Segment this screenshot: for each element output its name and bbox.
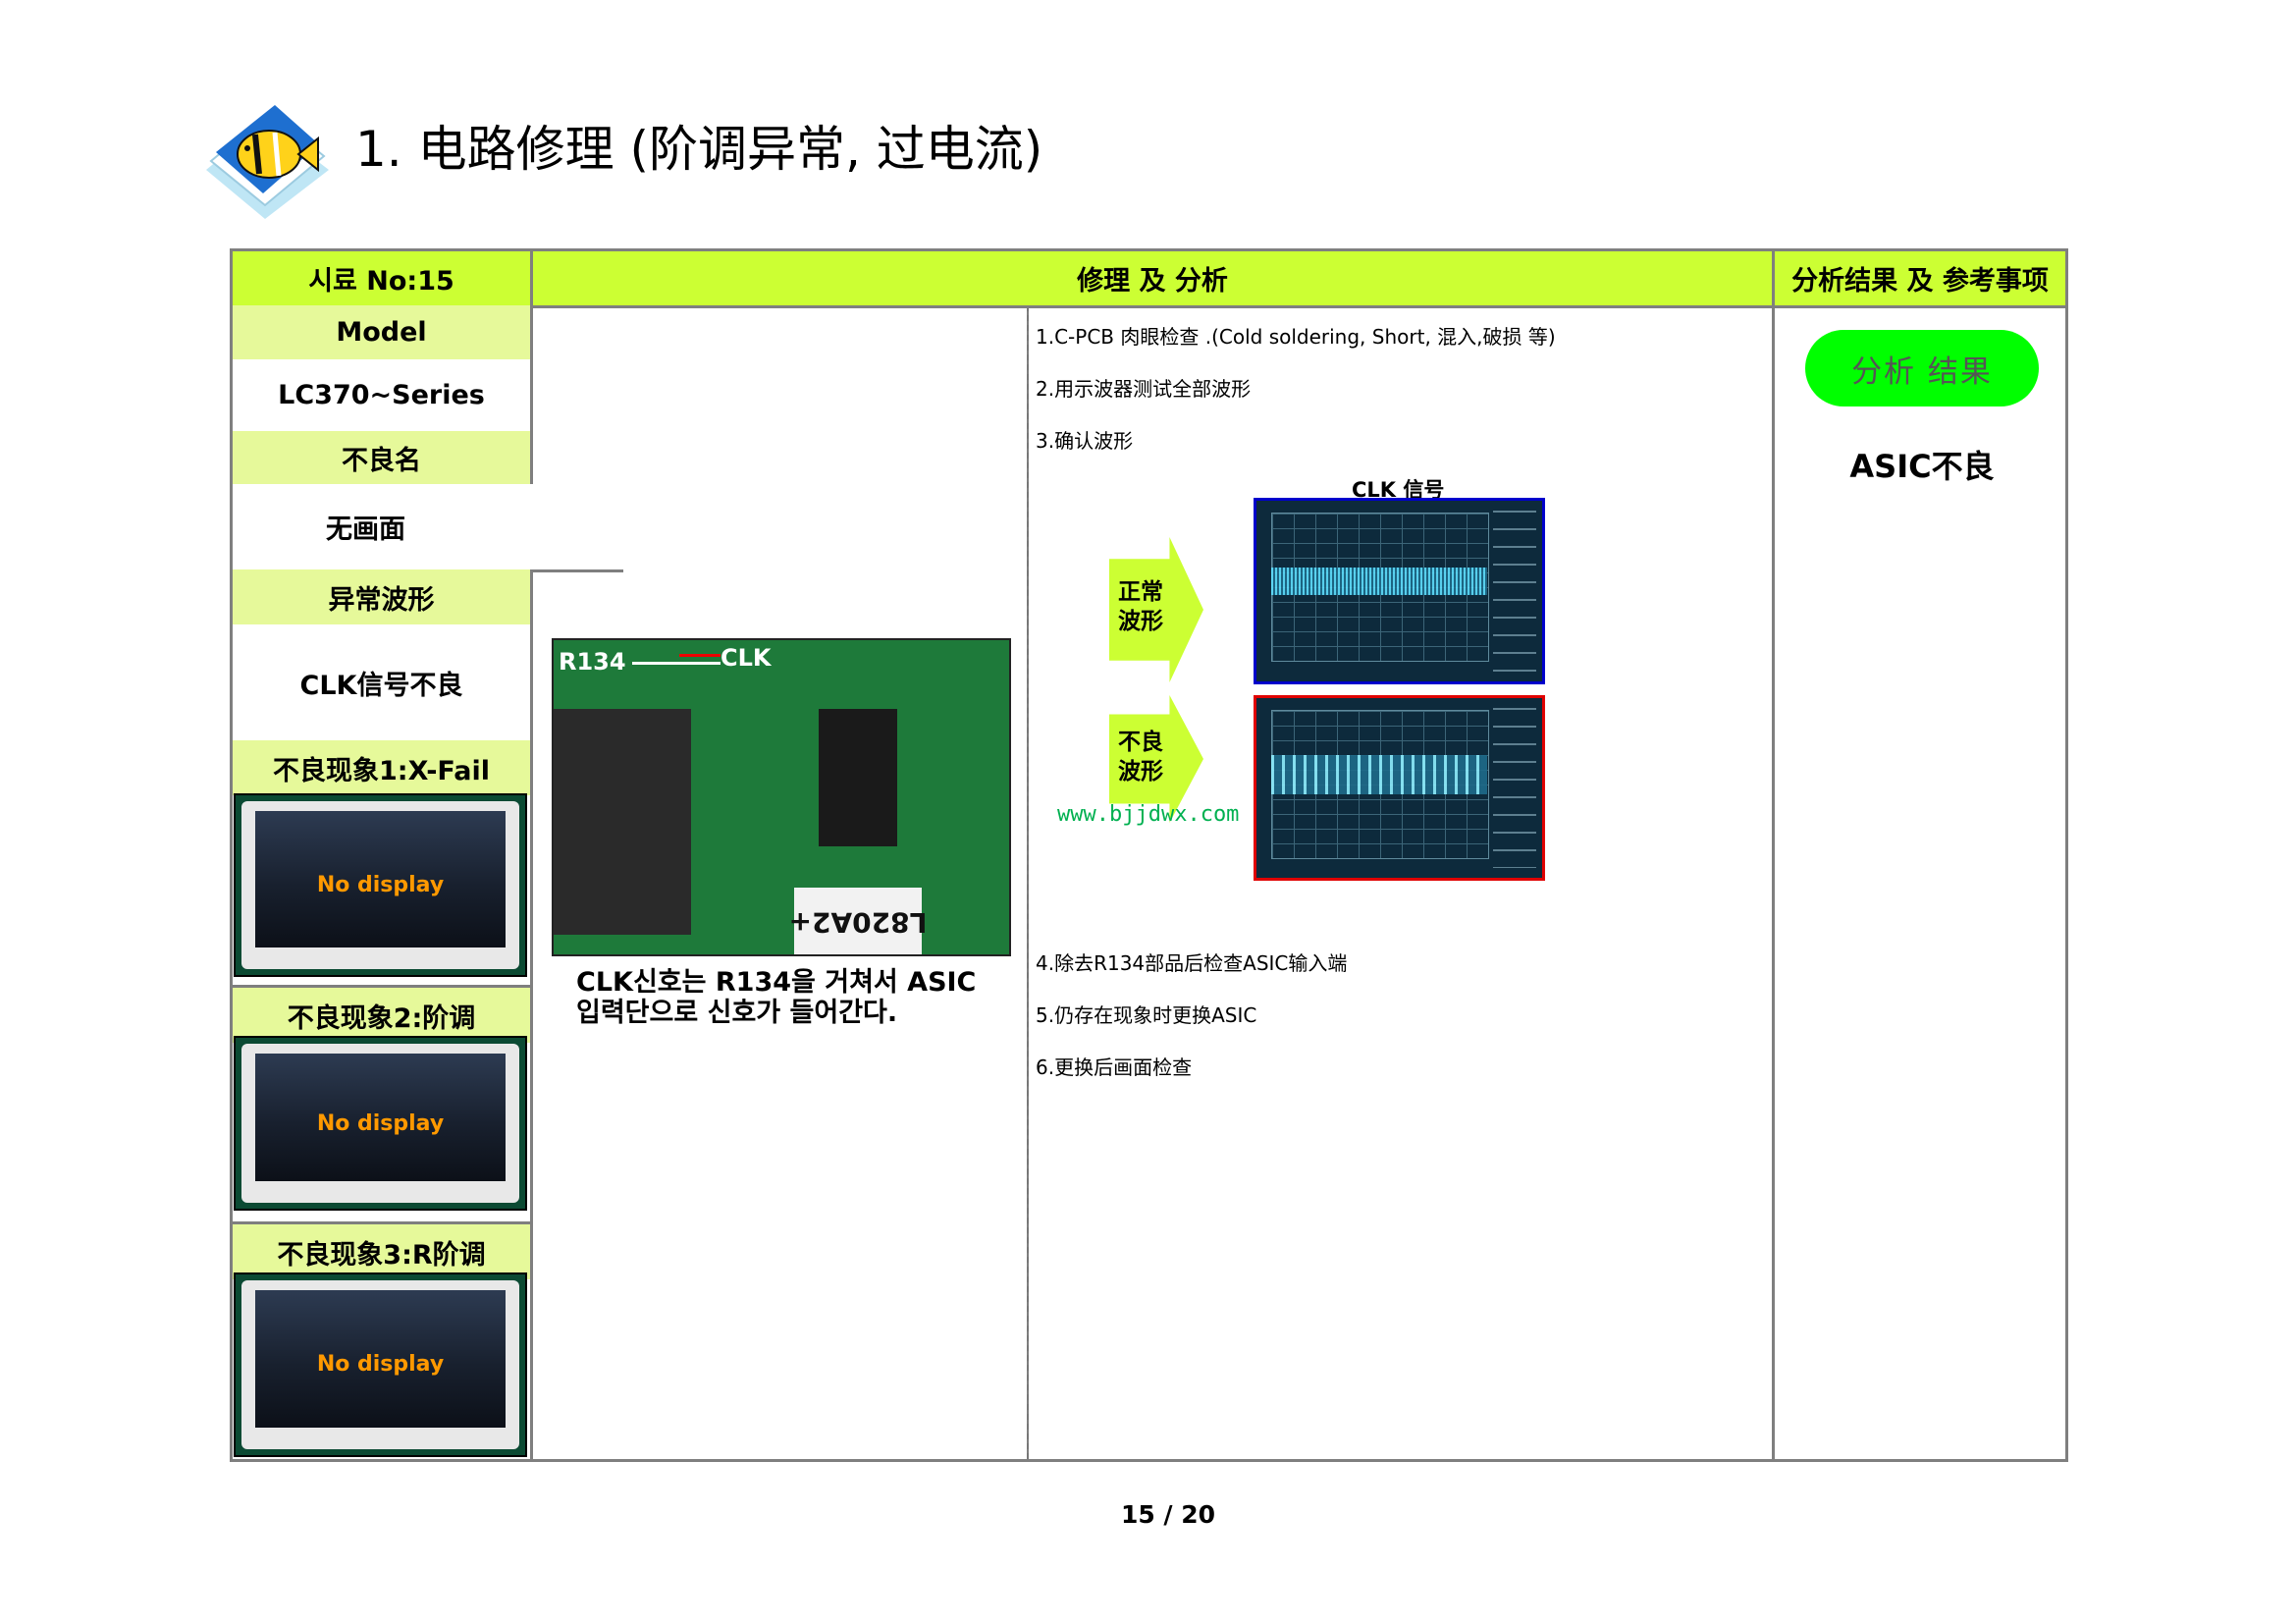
pcb-chip [819,709,897,846]
step-1: 1.C-PCB 肉眼检查 .(Cold soldering, Short, 混入… [1036,325,1556,349]
header-repair: 修理 及 分析 [533,251,1772,308]
tv-photo-symptom3: No display [234,1272,527,1457]
bad-waveform-screen [1254,695,1545,881]
column-divider [530,251,533,1459]
watermark: www.bjjdwx.com [1057,802,1240,827]
tag-line: 波形 [1118,609,1163,634]
tag-line: 不良 [1118,730,1163,755]
waveform-value: CLK信号不良 [233,624,530,743]
analysis-result-pill: 分析 结果 [1805,330,2039,406]
column-divider [1772,251,1775,1459]
normal-waveform-screen [1254,498,1545,684]
pcb-sticker: L820A2+ [789,888,927,954]
symptom2-label: 不良现象2:阶调 [233,985,530,1043]
column-divider-dashed [1027,305,1029,1459]
analysis-result-value: ASIC不良 [1849,448,1995,485]
page-number: 15 / 20 [1120,1500,1216,1529]
defect-value: 无画面 [233,484,623,572]
tag-line: 正常 [1118,579,1163,605]
step-6: 6.更换后画面检查 [1036,1056,1193,1079]
tv-photo-symptom2: No display [234,1036,527,1211]
caption-line: CLK신호는 R134을 거쳐서 ASIC [576,967,977,998]
tv-photo-symptom1: No display [234,793,527,977]
no-display-text: No display [316,1352,445,1377]
header-sample: 시료 No:15 [233,251,530,308]
waveform-label: 异常波形 [233,569,530,627]
arrow-icon [632,662,721,665]
page-title: 1. 电路修理 (阶调异常, 过电流) [355,121,1043,178]
model-value: LC370~Series [233,359,530,434]
r134-label: R134 [559,648,626,676]
caption-line: 입력단으로 신호가 들어간다. [576,998,898,1028]
step-2: 2.用示波器测试全部波形 [1036,377,1252,401]
marker-icon [679,654,721,657]
defect-label: 不良名 [233,431,530,487]
pcb-photo: R134 CLK L820A2+ [552,638,1011,956]
model-label: Model [233,305,530,362]
clk-label: CLK [721,644,772,672]
repair-table: 시료 No:15 修理 及 分析 分析结果 及 参考事项 Model LC370… [230,248,2068,1462]
no-display-text: No display [316,1110,445,1136]
step-5: 5.仍存在现象时更换ASIC [1036,1003,1257,1027]
no-display-text: No display [316,872,445,897]
pcb-caption: CLK신호는 R134을 거쳐서 ASIC 입력단으로 신호가 들어간다. [576,967,976,1028]
step-3: 3.确认波形 [1036,429,1134,453]
symptom1-label: 不良现象1:X-Fail [233,740,530,795]
fish-logo-icon [196,93,334,231]
tag-line: 波形 [1118,759,1163,785]
pcb-chip [554,709,691,935]
header-result: 分析结果 及 参考事项 [1775,251,2065,308]
step-4: 4.除去R134部品后检查ASIC输入端 [1036,951,1348,975]
symptom3-label: 不良现象3:R阶调 [233,1221,530,1279]
